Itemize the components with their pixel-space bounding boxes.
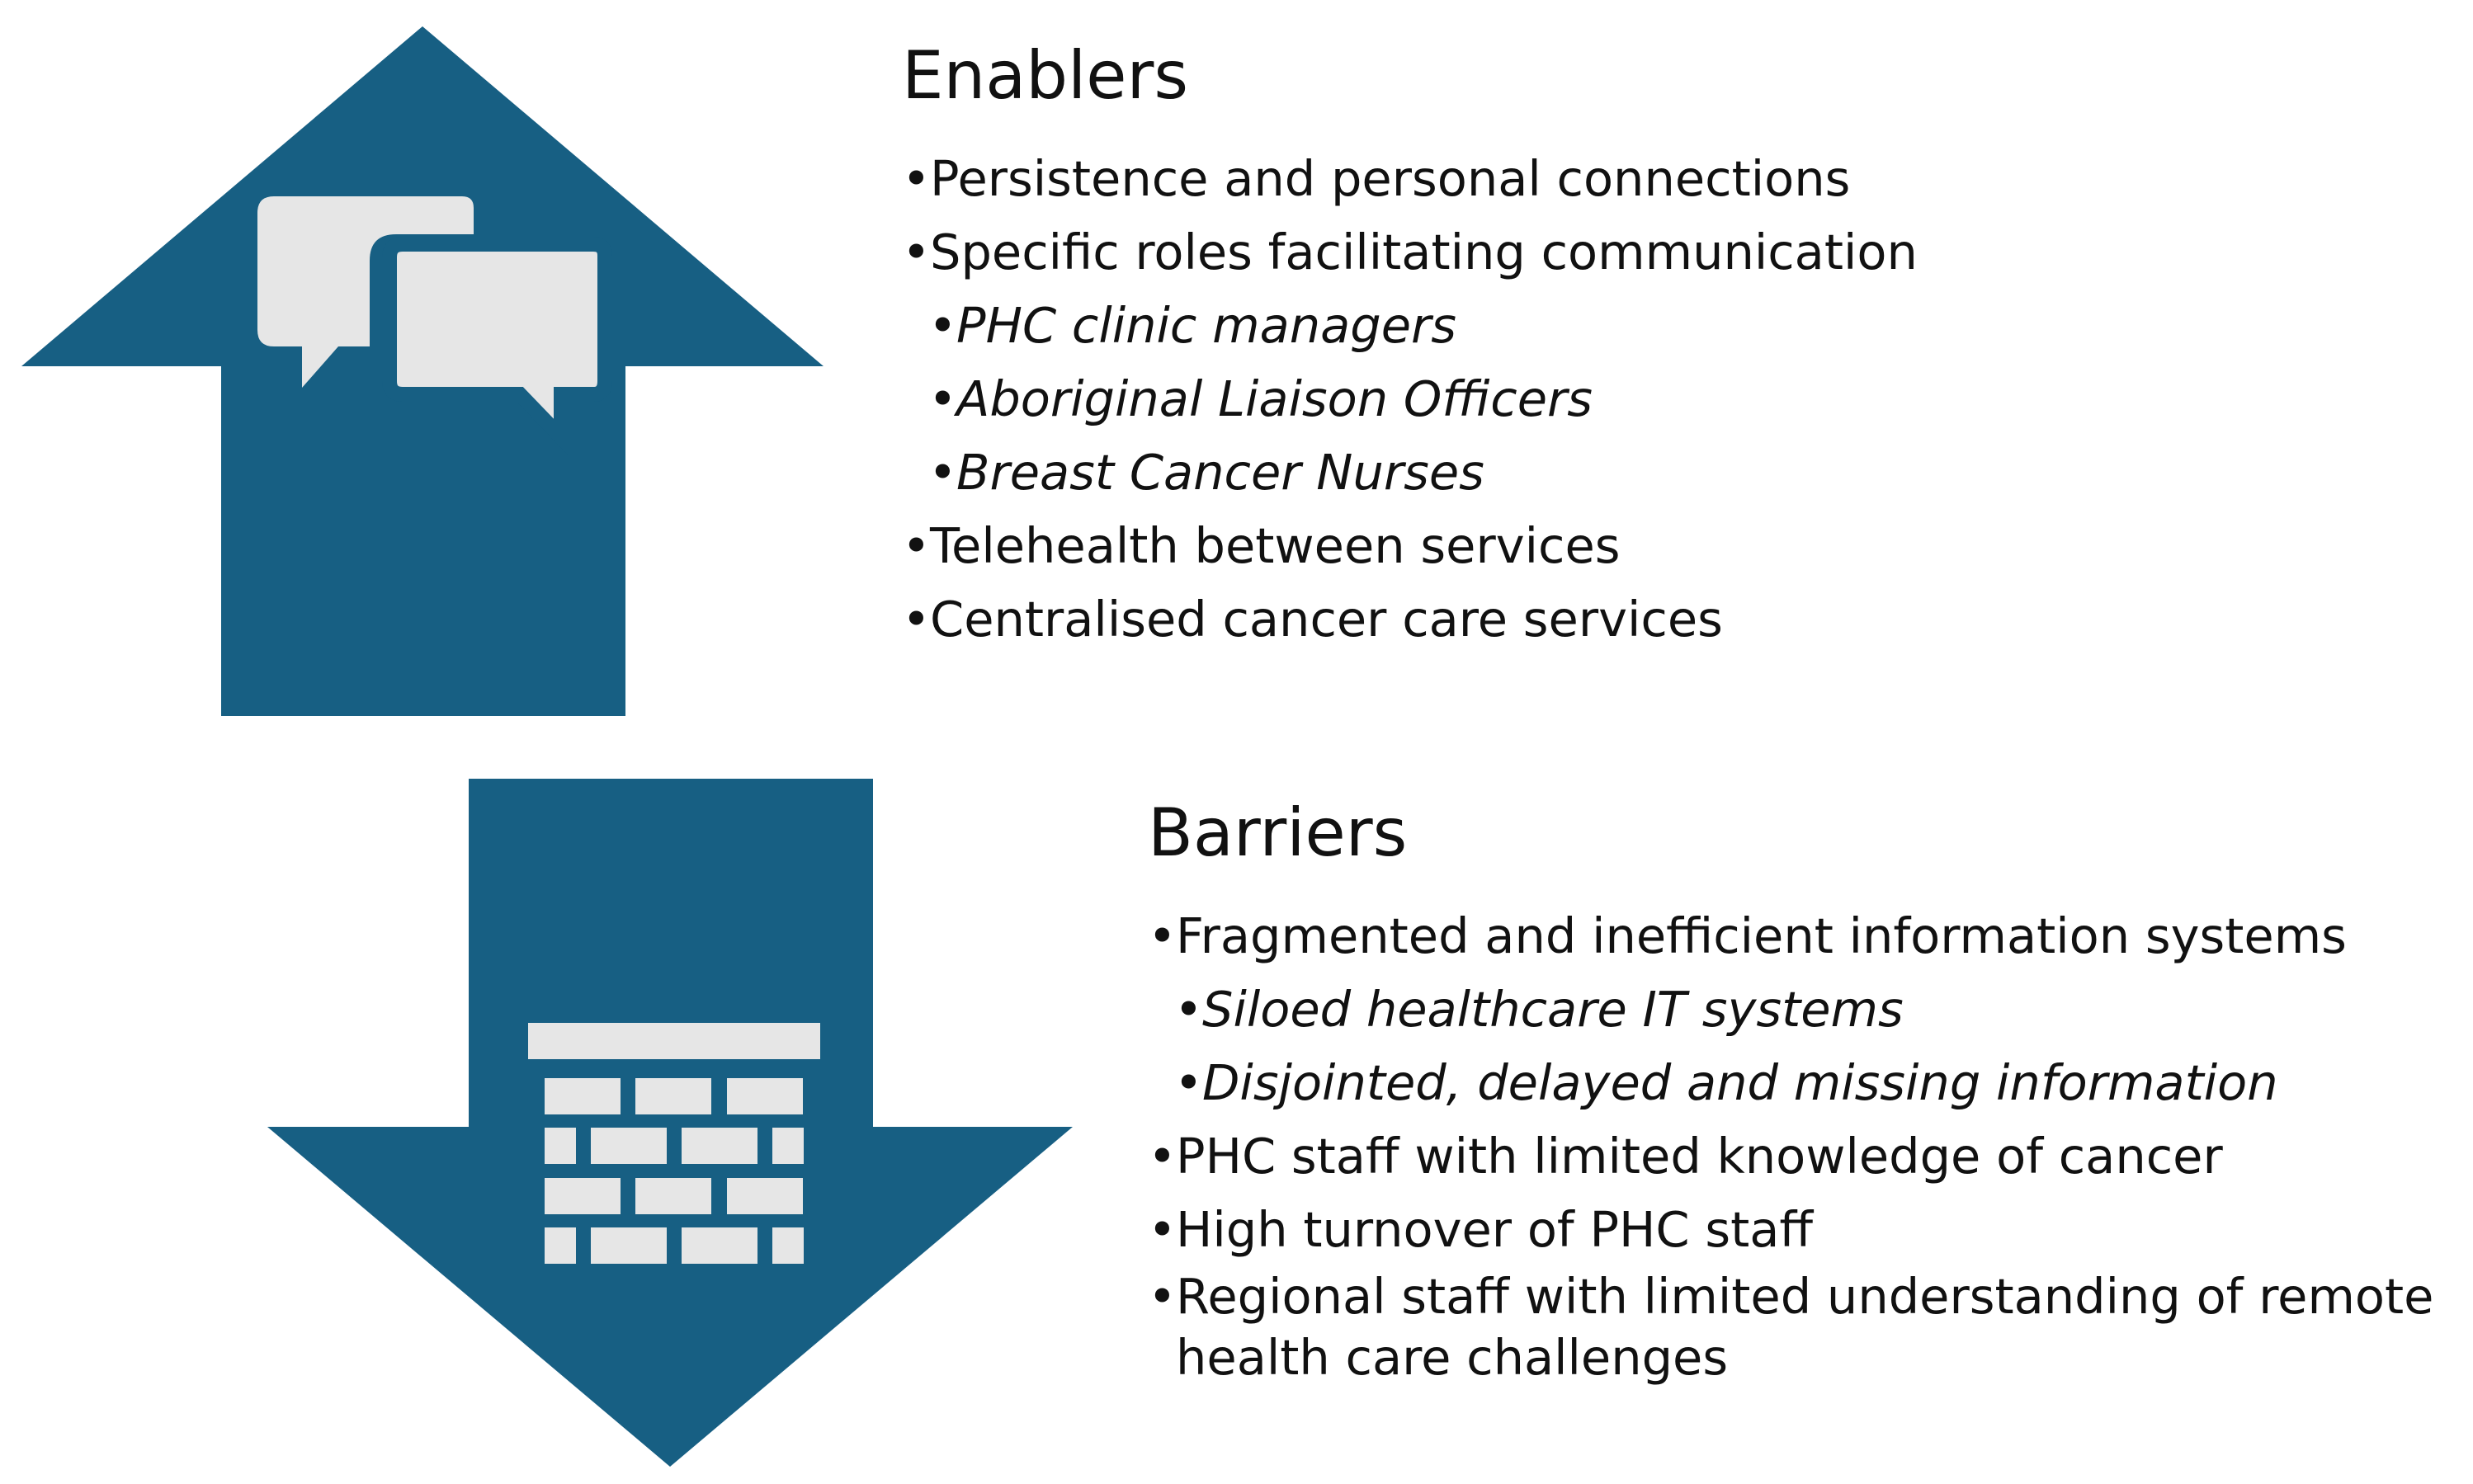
enabler-subitem: Aboriginal Liaison Officers [928,362,1918,436]
enabler-item: Persistence and personal connections [902,142,1918,215]
enablers-section: Enablers Persistence and personal connec… [902,37,1918,657]
barrier-item: Regional staff with limited understandin… [1148,1266,2468,1392]
barriers-down-arrow [267,779,1073,1467]
barrier-item: Fragmented and inefficient information s… [1148,899,2468,973]
brick-wall-icon [528,1023,820,1264]
enabler-item: Centralised cancer care services [902,582,1918,656]
enabler-subitem: PHC clinic managers [928,289,1918,362]
barrier-item: High turnover of PHC staff [1148,1193,2468,1266]
enablers-list: Persistence and personal connections Spe… [902,142,1918,656]
barriers-list: Fragmented and inefficient information s… [1148,899,2468,1392]
barrier-subitem: Siloed healthcare IT systems [1174,973,2468,1046]
barrier-item: PHC staff with limited knowledge of canc… [1148,1119,2468,1193]
enablers-title: Enablers [902,37,1189,114]
barrier-subitem: Disjointed, delayed and missing informat… [1174,1046,2468,1119]
down-arrow-shape [267,779,1073,1467]
enabler-item: Specific roles facilitating communicatio… [902,215,1918,289]
enabler-item: Telehealth between services [902,509,1918,582]
barriers-title: Barriers [1148,794,1408,871]
enabler-subitem: Breast Cancer Nurses [928,436,1918,509]
barriers-section: Barriers Fragmented and inefficient info… [1148,800,2468,1392]
enablers-up-arrow [21,26,824,716]
speech-bubbles-icon [257,196,612,456]
